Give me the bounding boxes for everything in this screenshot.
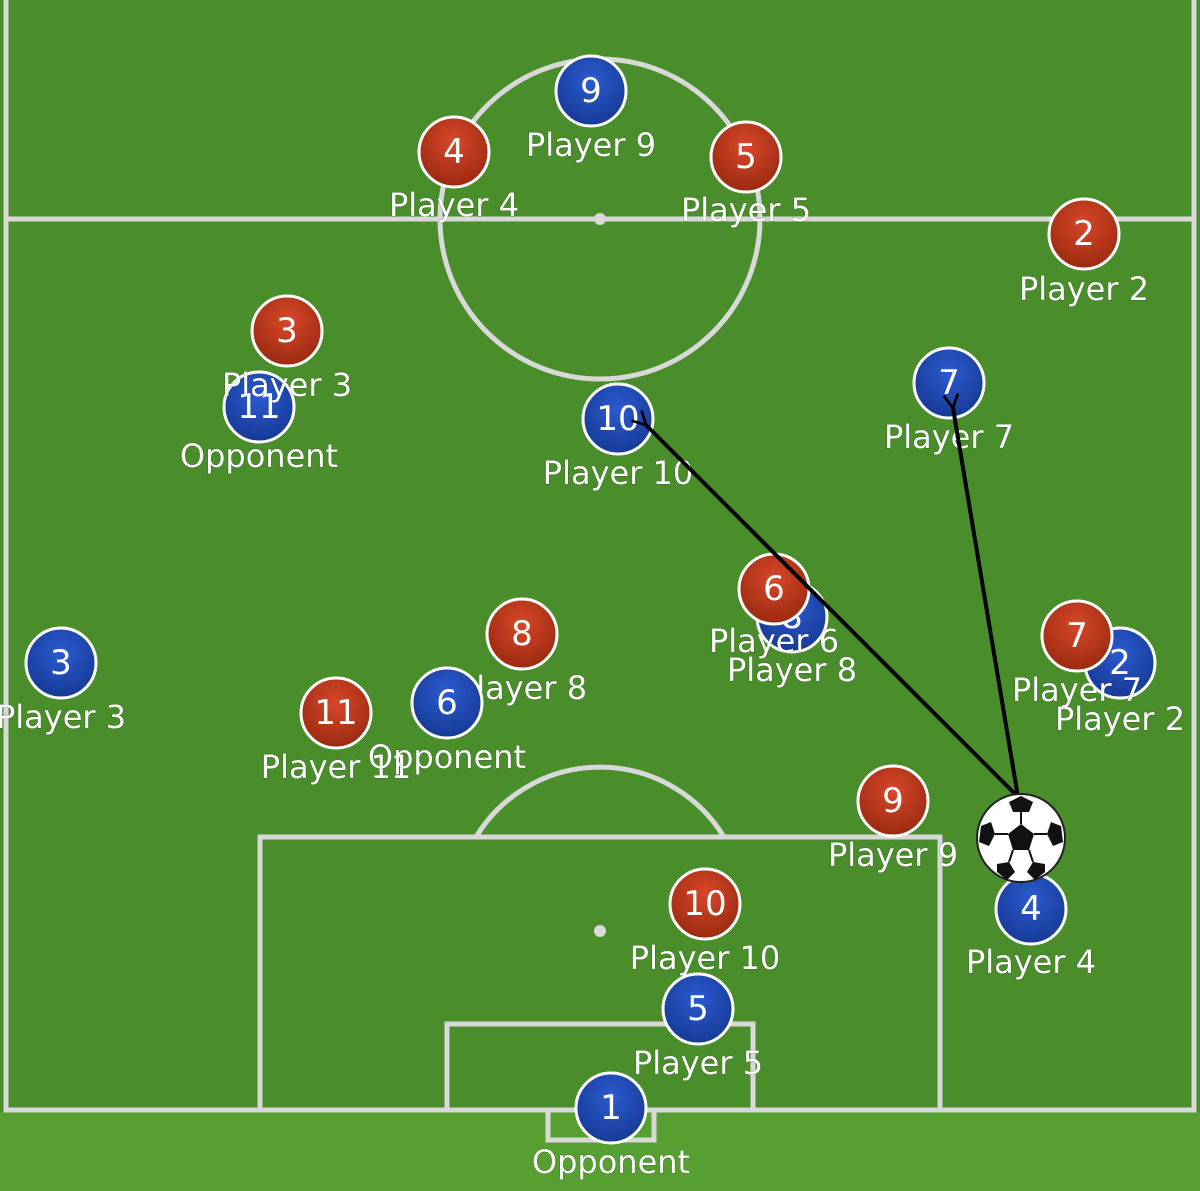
- player-number: 3: [276, 311, 298, 351]
- player-number: 11: [314, 693, 357, 733]
- player-label: Player 4: [966, 943, 1096, 981]
- red-player-token: [417, 115, 491, 189]
- player-label: Player 2: [1019, 270, 1149, 308]
- player-number: 6: [436, 683, 458, 723]
- player-number: 4: [1020, 889, 1042, 929]
- player-label: Player 6: [709, 622, 839, 660]
- player-label: Opponent: [368, 738, 526, 776]
- player-label: Player 7: [1012, 671, 1142, 709]
- player-number: 1: [600, 1088, 622, 1128]
- player-number: 8: [511, 614, 533, 654]
- player-number: 11: [237, 387, 280, 427]
- soccer-ball-icon: [976, 793, 1066, 883]
- player-label: Player 4: [389, 186, 519, 224]
- blue-player-token: [24, 626, 98, 700]
- player-label: Player 2: [1055, 700, 1185, 738]
- player-label: Player 5: [681, 191, 811, 229]
- player-number: 3: [50, 643, 72, 683]
- blue-player-token: [222, 370, 296, 444]
- pass-arrow-to-player-10: [646, 425, 1020, 799]
- player-label: Opponent: [532, 1143, 690, 1181]
- red-player-token: [668, 867, 742, 941]
- penalty-spot: [594, 925, 606, 937]
- player-number: 5: [687, 989, 709, 1029]
- passes-layer: [646, 408, 1020, 799]
- blue-player-token: [661, 972, 735, 1046]
- player-label: Player 3: [222, 366, 352, 404]
- player-number: 9: [882, 781, 904, 821]
- red-player-token: [299, 676, 373, 750]
- player-label: Player 11: [261, 748, 411, 786]
- player-number: 5: [735, 137, 757, 177]
- red-player-token: [856, 764, 930, 838]
- player-number: 2: [1109, 643, 1131, 683]
- player-label: Player 10: [543, 454, 693, 492]
- blue-player-token: [581, 382, 655, 456]
- player-number: 7: [938, 363, 960, 403]
- red-player-token: [709, 120, 783, 194]
- red-player-token: [1047, 197, 1121, 271]
- blue-player-token: [912, 346, 986, 420]
- red-player-token: [485, 597, 559, 671]
- center-spot: [594, 213, 606, 225]
- blue-player-token: [554, 54, 628, 128]
- player-number: 10: [596, 399, 639, 439]
- player-label: Player 5: [633, 1044, 763, 1082]
- player-number: 7: [1066, 616, 1088, 656]
- player-number: 9: [580, 71, 602, 111]
- red-player-token: [1040, 599, 1114, 673]
- penalty-arc: [473, 764, 727, 839]
- blue-player-token: [574, 1071, 648, 1145]
- player-label: Player 3: [0, 698, 126, 736]
- player-number: 2: [1073, 214, 1095, 254]
- player-number: 10: [683, 884, 726, 924]
- player-number: 4: [443, 132, 465, 172]
- pass-arrow-to-player-7: [953, 408, 1020, 798]
- player-label: Player 9: [828, 836, 958, 874]
- player-label: Player 8: [727, 651, 857, 689]
- player-label: Player 10: [630, 939, 780, 977]
- player-number: 6: [763, 569, 785, 609]
- player-label: Player 9: [526, 126, 656, 164]
- player-label: Player 7: [884, 418, 1014, 456]
- blue-player-token: [410, 666, 484, 740]
- player-label: Opponent: [180, 437, 338, 475]
- red-player-token: [250, 294, 324, 368]
